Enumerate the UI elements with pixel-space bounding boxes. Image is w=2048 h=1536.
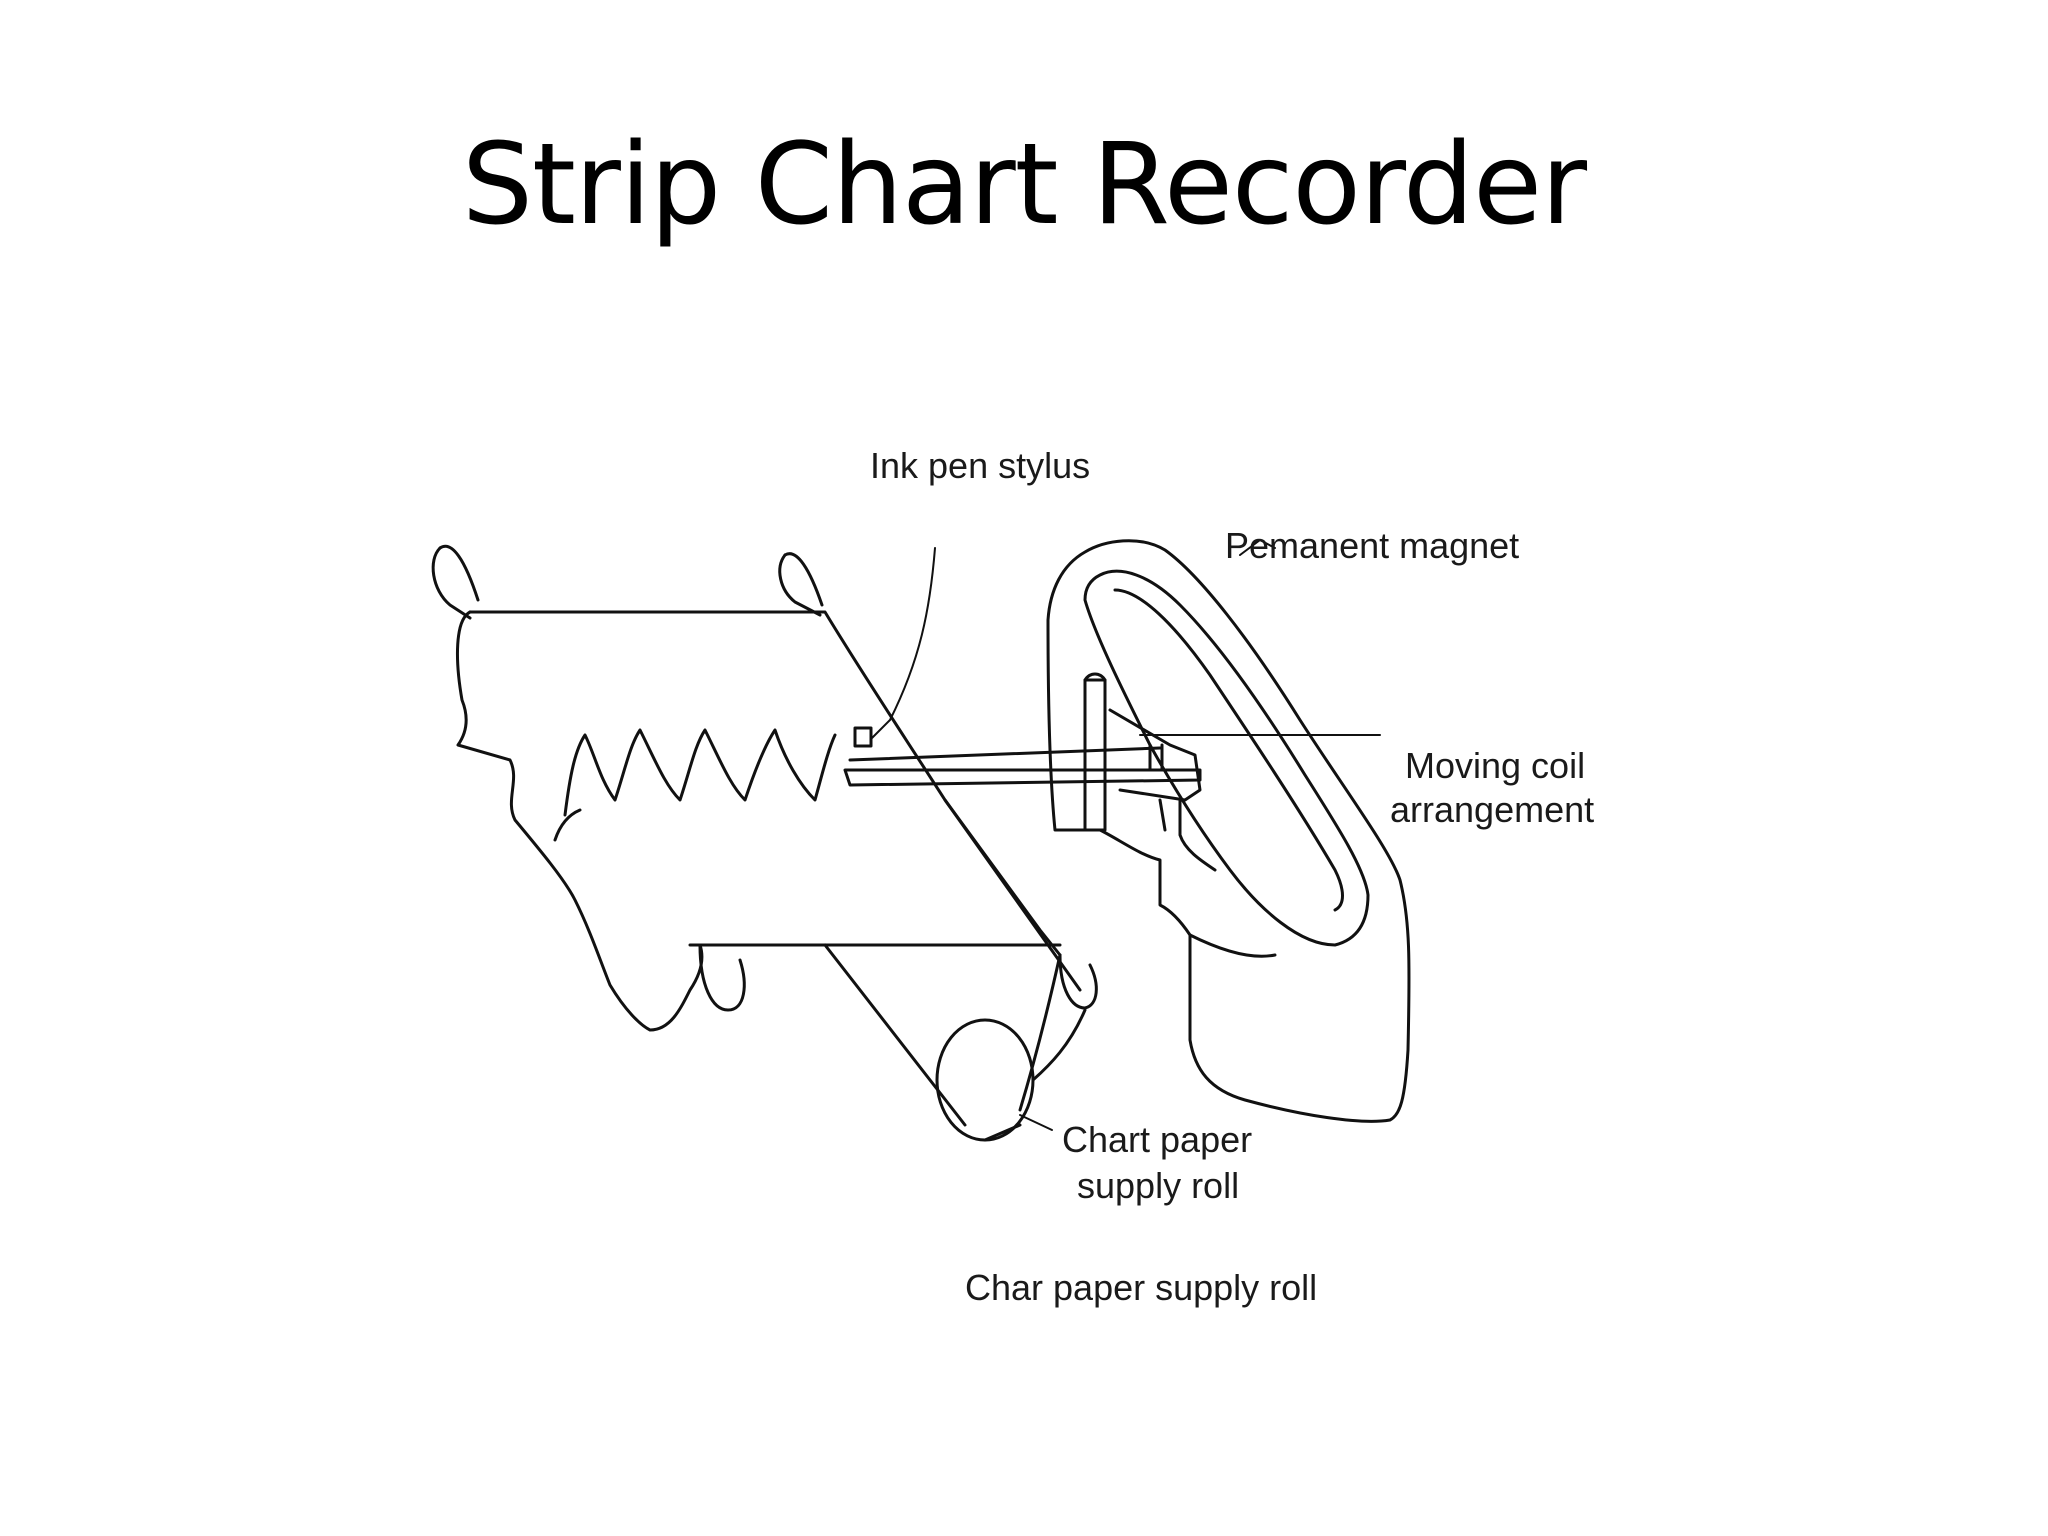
chart-paper-supply-roll bbox=[935, 1018, 1035, 1142]
ink-trace bbox=[563, 728, 837, 817]
slide-title: Strip Chart Recorder bbox=[461, 120, 1587, 250]
diagram-caption: Char paper supply roll bbox=[965, 1267, 1317, 1308]
moving-coil-label-line2: arrangement bbox=[1390, 789, 1594, 830]
top-left-roller-shaft bbox=[431, 546, 472, 620]
moving-coil-frame bbox=[1108, 708, 1202, 802]
ink-pen-stylus-label: Ink pen stylus bbox=[870, 445, 1090, 486]
top-right-roller-shaft bbox=[778, 553, 822, 617]
chart-paper-label-line2: supply roll bbox=[1077, 1165, 1239, 1206]
chart-paper-strip bbox=[468, 610, 1062, 957]
ink-pen-stylus-tip bbox=[853, 726, 873, 748]
chart-paper-label-line1: Chart paper bbox=[1062, 1119, 1252, 1160]
permanent-magnet-label: Pemanent magnet bbox=[1225, 525, 1519, 566]
bottom-left-roller bbox=[698, 943, 746, 1012]
moving-coil-label-line1: Moving coil bbox=[1405, 745, 1585, 786]
moving-coil-core bbox=[1083, 678, 1107, 832]
permanent-magnet bbox=[1046, 539, 1411, 1123]
stylus-arm bbox=[843, 768, 1202, 787]
